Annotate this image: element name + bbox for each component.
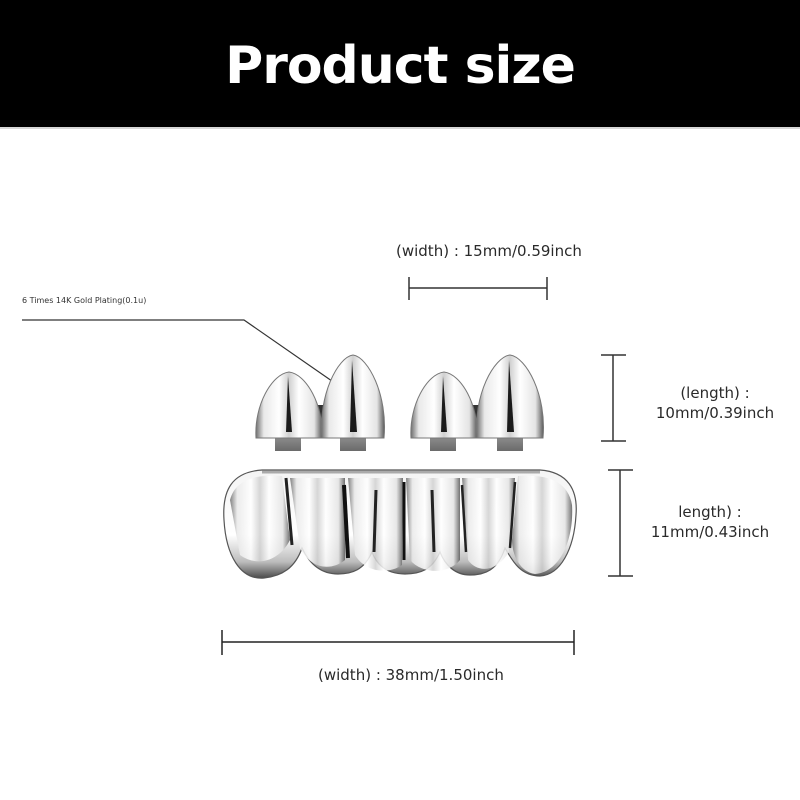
upper-length-label: (length) : 10mm/0.39inch: [640, 383, 790, 423]
header-divider: [0, 127, 800, 129]
upper-length-title: (length) :: [680, 384, 750, 402]
header-banner: Product size: [0, 0, 800, 127]
top-width-label: (width) : 15mm/0.59inch: [396, 242, 582, 260]
upper-length-value: 10mm/0.39inch: [655, 404, 775, 422]
bottom-width-label: (width) : 38mm/1.50inch: [318, 666, 504, 684]
plating-label: 6 Times 14K Gold Plating(0.1u): [22, 296, 147, 305]
page-title: Product size: [225, 35, 576, 96]
top-width-dimension: [408, 277, 548, 300]
lower-length-dimension: [608, 469, 633, 577]
lower-length-label: length) : 11mm/0.43inch: [640, 502, 780, 542]
bottom-width-dimension: [221, 630, 575, 655]
lower-length-title: length) :: [678, 503, 742, 521]
lower-length-value: 11mm/0.43inch: [650, 523, 770, 541]
upper-length-dimension: [601, 354, 626, 442]
lower-grill: [223, 469, 577, 579]
upper-teeth: [255, 354, 544, 451]
